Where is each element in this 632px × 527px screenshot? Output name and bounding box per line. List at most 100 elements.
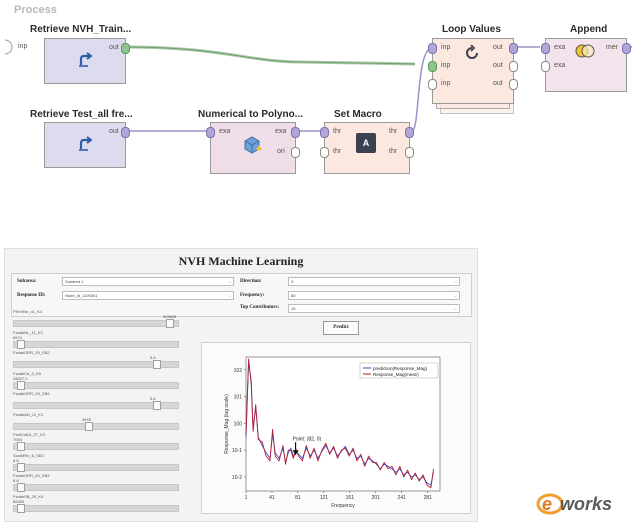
slider-label: FsdabORR_29_SB5 bbox=[13, 391, 50, 396]
x-tick-label: 281 bbox=[424, 495, 433, 501]
slider-track[interactable] bbox=[13, 503, 179, 513]
port-label: exa bbox=[219, 128, 231, 135]
direction-label: Direction: bbox=[240, 279, 262, 284]
slider-thumb[interactable] bbox=[17, 483, 25, 492]
chevron-down-icon: ⌵ bbox=[227, 279, 231, 284]
process-canvas: Process inp Retrieve NVH_Train... out Re… bbox=[0, 0, 632, 200]
slider-thumb[interactable] bbox=[17, 380, 25, 390]
plot-area bbox=[245, 356, 441, 492]
slider-thumb[interactable] bbox=[166, 319, 174, 328]
output-port[interactable] bbox=[291, 127, 300, 138]
num-to-poly-operator[interactable]: exa exa ori bbox=[206, 122, 300, 174]
set-macro-operator[interactable]: thr thr A thr thr bbox=[320, 122, 414, 174]
y-tick-label: 102 bbox=[234, 368, 243, 374]
retrieve-train-title: Retrieve NVH_Train... bbox=[30, 24, 132, 35]
output-port[interactable] bbox=[509, 61, 518, 72]
output-port[interactable] bbox=[622, 43, 631, 54]
predict-button[interactable]: Predict bbox=[323, 321, 359, 335]
loop-values-operator[interactable]: inp inp inp out out out bbox=[428, 38, 518, 104]
response-id-select[interactable]: Node_id_1100001⌵ bbox=[62, 291, 234, 300]
port-label: out bbox=[493, 62, 503, 69]
port-label: exa bbox=[554, 44, 566, 51]
slider-label: FsdabNL_11_K2 bbox=[13, 329, 43, 335]
input-port[interactable] bbox=[541, 61, 550, 72]
slider-track[interactable] bbox=[13, 442, 179, 451]
output-port[interactable] bbox=[405, 127, 414, 138]
macro-a-icon: A bbox=[356, 133, 376, 153]
slider-thumb[interactable] bbox=[153, 401, 161, 410]
slider-thumb[interactable] bbox=[85, 421, 93, 431]
output-port[interactable] bbox=[121, 127, 130, 138]
chevron-down-icon: ⌵ bbox=[453, 293, 457, 298]
slider-track[interactable] bbox=[13, 319, 179, 328]
output-port[interactable] bbox=[121, 43, 130, 54]
subarea-select[interactable]: Subarea 1 ⌵ bbox=[62, 277, 234, 286]
top-contributors-label: Top Contributors: bbox=[240, 305, 280, 310]
logo-text: works bbox=[560, 494, 612, 514]
retrieve-train-operator[interactable]: out bbox=[44, 38, 130, 84]
slider-label: FsdCmEA_27_K3 bbox=[13, 432, 46, 437]
cube-convert-icon bbox=[241, 133, 265, 157]
slider-value: 5.8 bbox=[150, 396, 156, 401]
loop-values-title: Loop Values bbox=[442, 24, 501, 35]
output-port[interactable] bbox=[291, 147, 300, 158]
frequency-label: Frequency: bbox=[240, 293, 265, 298]
retrieve-arrow-icon bbox=[75, 133, 97, 155]
slider-value: 509658 bbox=[163, 314, 177, 319]
slider-track[interactable] bbox=[13, 401, 179, 410]
input-port[interactable] bbox=[428, 43, 437, 54]
slider-value: 8.8 bbox=[13, 457, 19, 463]
retrieve-test-title: Retrieve Test_all fre... bbox=[30, 109, 133, 120]
input-port[interactable] bbox=[320, 127, 329, 138]
x-tick-label: 1 bbox=[245, 495, 248, 501]
input-port[interactable] bbox=[320, 147, 329, 158]
slider-thumb[interactable] bbox=[153, 360, 161, 369]
slider-track[interactable] bbox=[13, 360, 179, 369]
direction-select[interactable]: X⌵ bbox=[288, 277, 460, 286]
slider-value: 86383 bbox=[13, 498, 25, 504]
slider-label: ScaIMRn_6_SB3 bbox=[13, 452, 44, 458]
nvh-app-window: NVH Machine Learning Subarea: Subarea 1⌵… bbox=[4, 248, 478, 522]
slider-track[interactable] bbox=[13, 462, 179, 472]
input-port[interactable] bbox=[206, 127, 215, 138]
frequency-value: 80 bbox=[291, 293, 296, 298]
input-port[interactable] bbox=[428, 79, 437, 90]
output-port[interactable] bbox=[509, 43, 518, 54]
slider-track[interactable] bbox=[13, 339, 179, 349]
response-id-value: Node_id_1100001 bbox=[65, 293, 98, 298]
slider-thumb[interactable] bbox=[17, 442, 25, 451]
slider-thumb[interactable] bbox=[17, 339, 25, 349]
slider-track[interactable] bbox=[13, 421, 179, 431]
legend-box bbox=[359, 362, 439, 379]
input-port[interactable] bbox=[541, 43, 550, 54]
port-label: ori bbox=[277, 148, 285, 155]
x-tick-label: 161 bbox=[346, 495, 355, 501]
port-label: thr bbox=[333, 148, 342, 155]
response-id-label: Response ID: bbox=[17, 293, 46, 298]
frequency-select[interactable]: 80 ⌵ bbox=[288, 291, 460, 300]
slider-value: 4978 bbox=[82, 416, 91, 422]
loop-refresh-icon bbox=[463, 44, 481, 62]
port-label: inp bbox=[441, 80, 451, 87]
retrieve-test-operator[interactable]: out bbox=[44, 122, 130, 168]
app-title: NVH Machine Learning bbox=[178, 254, 304, 268]
port-label: out bbox=[493, 80, 503, 87]
output-port[interactable] bbox=[509, 79, 518, 90]
chevron-down-icon: ⌵ bbox=[453, 279, 457, 284]
slider-track[interactable] bbox=[13, 380, 179, 390]
port-label: inp bbox=[441, 44, 451, 51]
subarea-value: Subarea 1 bbox=[65, 279, 84, 284]
eworks-logo: e works bbox=[536, 487, 628, 522]
slider-thumb[interactable] bbox=[17, 503, 25, 513]
output-port[interactable] bbox=[405, 147, 414, 158]
input-port[interactable] bbox=[428, 61, 437, 72]
set-macro-title: Set Macro bbox=[334, 109, 382, 120]
logo-prefix: e bbox=[542, 494, 552, 514]
slider-track[interactable] bbox=[13, 483, 179, 492]
port-label: exa bbox=[554, 62, 566, 69]
append-operator[interactable]: exa exa mer bbox=[541, 38, 631, 92]
top-contributors-select[interactable]: 10⌵ bbox=[288, 304, 460, 313]
slider-thumb[interactable] bbox=[17, 462, 25, 472]
port-label: thr bbox=[389, 128, 398, 135]
